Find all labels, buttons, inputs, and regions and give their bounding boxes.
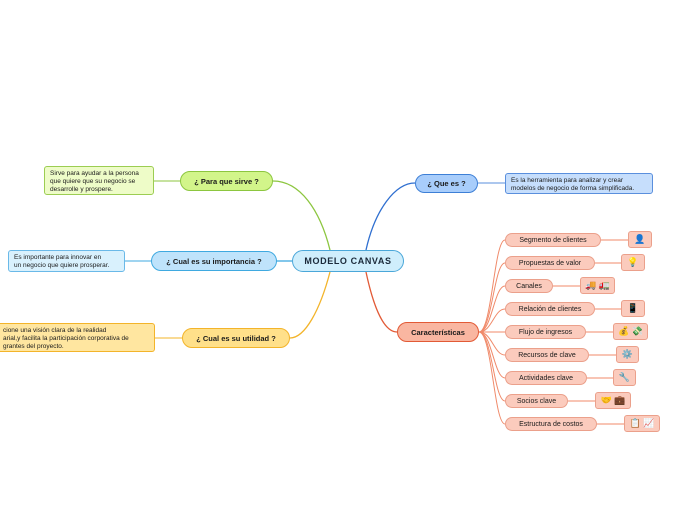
money-bag-icon: 💰: [618, 326, 630, 336]
briefcase-icon: 💼: [614, 395, 626, 405]
clipboard-icon: 📋: [629, 418, 641, 428]
note-para-que-sirve: Sirve para ayudar a la persona que quier…: [44, 166, 154, 195]
branch-caracteristicas[interactable]: Características: [397, 322, 479, 342]
leaf-recursos-de-clave[interactable]: Recursos de clave: [505, 348, 589, 362]
leaf-canales[interactable]: Canales: [505, 279, 553, 293]
leaf-actividades-clave[interactable]: Actividades clave: [505, 371, 587, 385]
icon-connectors: [553, 239, 628, 425]
leaf-propuestas-de-valor[interactable]: Propuestas de valor: [505, 256, 595, 270]
leaf-segmento-de-clientes[interactable]: Segmento de clientes: [505, 233, 601, 247]
note-utilidad: cione una visión clara de la realidad ar…: [0, 323, 155, 352]
icon-box-flujo: 💰 💸: [613, 323, 648, 340]
note-importancia: Es importante para innovar en un negocio…: [8, 250, 125, 272]
caracteristicas-fanout: [478, 239, 506, 425]
leaf-relacion-de-clientes[interactable]: Relación de clientes: [505, 302, 595, 316]
icon-box-segmento: 👤: [628, 231, 652, 248]
icon-box-relacion: 📱: [621, 300, 645, 317]
branch-para-que-sirve[interactable]: ¿ Para que sirve ?: [180, 171, 273, 191]
delivery-truck-icon: 🚛: [598, 280, 610, 290]
link-utilidad: [289, 271, 331, 339]
phone-icon: 📱: [627, 303, 639, 313]
icon-box-estructura: 📋 📈: [624, 415, 660, 432]
icon-box-socios: 🤝 💼: [595, 392, 631, 409]
link-para-que-sirve: [272, 180, 331, 251]
lightbulb-icon: 💡: [627, 257, 639, 267]
branch-utilidad[interactable]: ¿ Cual es su utilidad ?: [182, 328, 290, 348]
icon-box-recursos: ⚙️: [616, 346, 639, 363]
icon-box-canales: 🚚 🚛: [580, 277, 615, 294]
leaf-estructura-de-costos[interactable]: Estructura de costos: [505, 417, 597, 431]
leaf-flujo-de-ingresos[interactable]: Flujo de ingresos: [505, 325, 586, 339]
cash-icon: 💸: [631, 326, 643, 336]
wrench-icon: 🔧: [618, 372, 631, 382]
branch-importancia[interactable]: ¿ Cual es su importancia ?: [151, 251, 277, 271]
link-que-es: [365, 182, 416, 251]
person-icon: 👤: [634, 234, 646, 244]
link-caracteristicas: [365, 271, 398, 333]
note-que-es: Es la herramienta para analizar y crear …: [505, 173, 653, 194]
leaf-socios-clave[interactable]: Socios clave: [505, 394, 568, 408]
branch-que-es[interactable]: ¿ Que es ?: [415, 174, 478, 193]
truck-icon: 🚚: [585, 280, 597, 290]
handshake-icon: 🤝: [600, 395, 612, 405]
gear-icon: ⚙️: [621, 349, 634, 359]
icon-box-propuestas: 💡: [621, 254, 645, 271]
chart-icon: 📈: [643, 418, 655, 428]
icon-box-actividades: 🔧: [613, 369, 636, 386]
central-topic[interactable]: MODELO CANVAS: [292, 250, 404, 272]
